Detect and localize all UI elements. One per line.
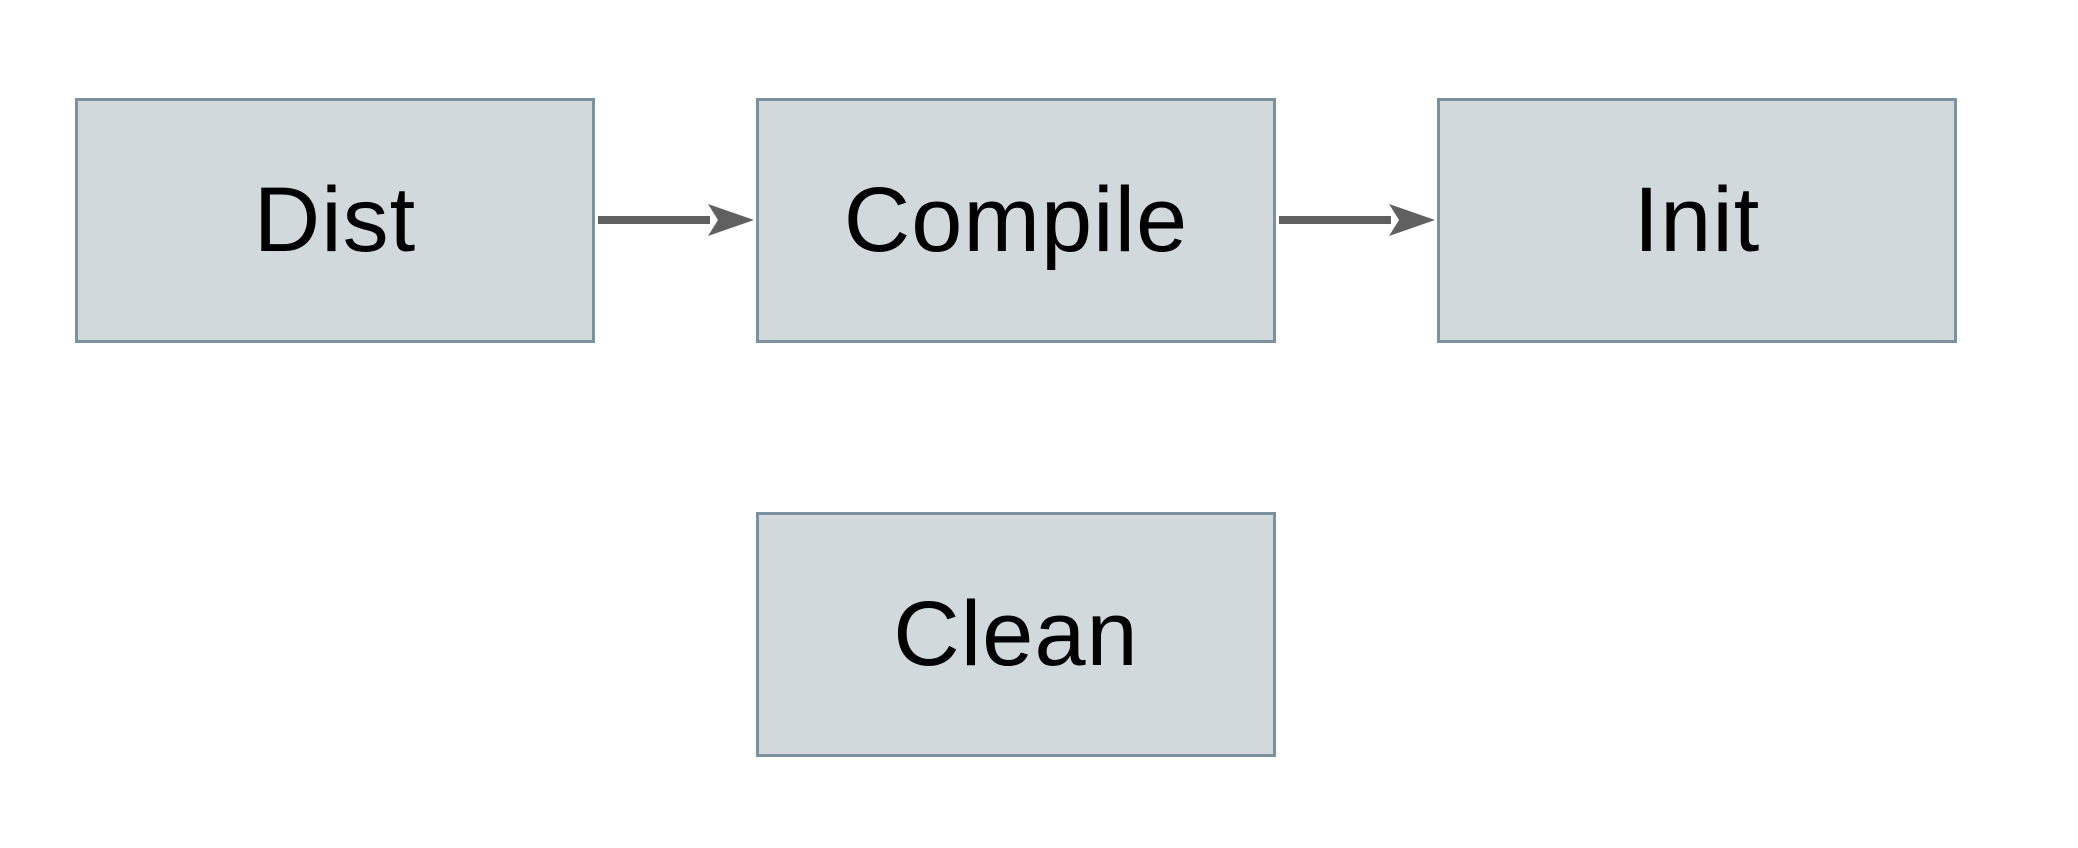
node-compile-label: Compile [843, 169, 1189, 271]
node-dist-label: Dist [253, 169, 417, 271]
node-init-label: Init [1633, 169, 1761, 271]
node-clean-label: Clean [893, 583, 1139, 685]
node-init: Init [1437, 98, 1957, 343]
node-clean: Clean [756, 512, 1276, 757]
node-compile: Compile [756, 98, 1276, 343]
node-dist: Dist [75, 98, 595, 343]
